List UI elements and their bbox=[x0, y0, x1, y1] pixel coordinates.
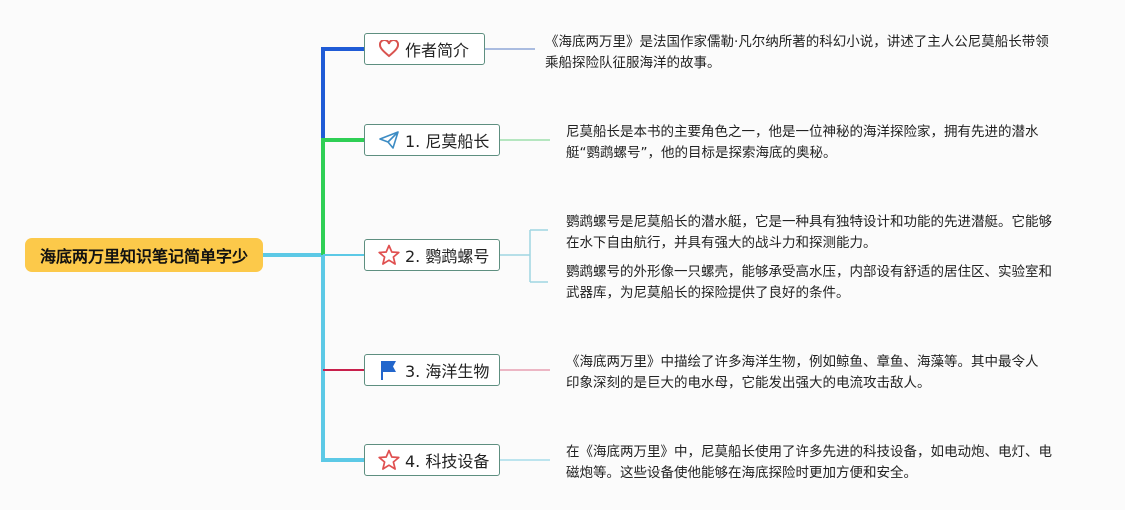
branch-nautilus[interactable]: 2. 鹦鹉螺号 bbox=[364, 239, 500, 271]
root-node[interactable]: 海底两万里知识笔记简单字少 bbox=[25, 238, 263, 272]
branch-nemo[interactable]: 1. 尼莫船长 bbox=[364, 124, 500, 156]
note-line-nautilus bbox=[500, 229, 548, 283]
branch-author[interactable]: 作者简介 bbox=[364, 33, 485, 65]
heart-icon bbox=[377, 37, 401, 61]
star-icon bbox=[377, 448, 401, 472]
branch-marine[interactable]: 3. 海洋生物 bbox=[364, 354, 500, 386]
note-nemo: 尼莫船长是本书的主要角色之一，他是一位神秘的海洋探险家，拥有先进的潜水艇“鹦鹉螺… bbox=[566, 124, 1039, 161]
paper-plane-icon bbox=[377, 128, 401, 152]
note-nautilus-1: 鹦鹉螺号是尼莫船长的潜水艇，它是一种具有独特设计和功能的先进潜艇。它能够在水下自… bbox=[566, 214, 1052, 251]
flag-icon bbox=[377, 358, 401, 382]
branch-nautilus-label: 2. 鹦鹉螺号 bbox=[405, 247, 490, 266]
star-icon bbox=[377, 243, 401, 267]
note-author: 《海底两万里》是法国作家儒勒·凡尔纳所著的科幻小说，讲述了主人公尼莫船长带领乘船… bbox=[545, 34, 1049, 71]
branch-tech-label: 4. 科技设备 bbox=[405, 452, 490, 471]
branch-marine-label: 3. 海洋生物 bbox=[405, 362, 490, 381]
note-marine: 《海底两万里》中描绘了许多海洋生物，例如鲸鱼、章鱼、海藻等。其中最令人印象深刻的… bbox=[566, 354, 1039, 391]
branch-tech[interactable]: 4. 科技设备 bbox=[364, 444, 500, 476]
note-nautilus-2: 鹦鹉螺号的外形像一只螺壳，能够承受高水压，内部设有舒适的居住区、实验室和武器库，… bbox=[566, 264, 1052, 301]
branch-nemo-label: 1. 尼莫船长 bbox=[405, 132, 490, 151]
branch-author-label: 作者简介 bbox=[405, 41, 470, 60]
note-tech: 在《海底两万里》中，尼莫船长使用了许多先进的科技设备，如电动炮、电灯、电磁炮等。… bbox=[566, 444, 1052, 481]
